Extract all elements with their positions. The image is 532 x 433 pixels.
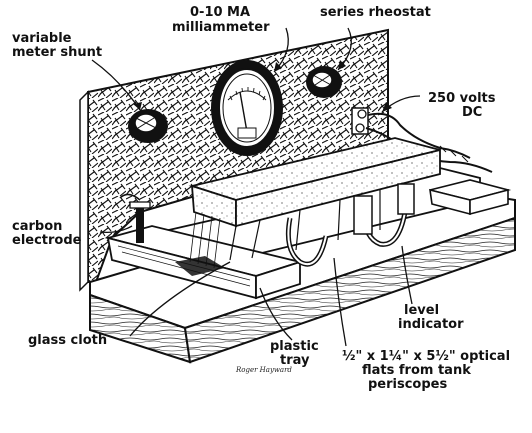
plastic-tray-right-icon xyxy=(429,179,512,216)
rheostat-knob-icon xyxy=(306,66,342,98)
level-indicator-icon xyxy=(285,183,415,267)
level-indicator-label-line2: indicator xyxy=(398,317,464,332)
leader-arrowheads xyxy=(133,60,392,112)
shunt-label-line1: variable xyxy=(12,31,72,46)
plastic-tray-label-line2: tray xyxy=(280,353,310,368)
plastic-tray-label-line1: plastic xyxy=(270,339,319,354)
glass-cloth-label: glass cloth xyxy=(28,333,108,348)
glass-cloth xyxy=(189,211,221,269)
voltage-label-line2: DC xyxy=(462,105,483,120)
milliammeter-icon xyxy=(211,60,283,156)
optical-flats-label-line3: periscopes xyxy=(368,377,448,392)
electrode-label-line1: carbon xyxy=(12,219,63,234)
milliammeter-label: milliammeter xyxy=(172,20,270,35)
electrode-label-line2: electrode xyxy=(12,233,82,248)
carbon-electrode-icon xyxy=(119,193,151,243)
optical-flats-label-line2: flats from tank xyxy=(362,363,471,378)
wooden-base xyxy=(89,183,516,364)
shunt-knob-icon xyxy=(128,109,168,143)
artist-signature: Roger Hayward xyxy=(236,366,292,374)
optical-flats-label-line1: ½" x 1¼" x 5½" optical xyxy=(342,349,511,364)
series-rheostat-label: series rheostat xyxy=(320,5,431,20)
meter-range-label: 0-10 MA xyxy=(190,5,251,20)
voltage-label-line1: 250 volts xyxy=(428,91,496,106)
shunt-label-line2: meter shunt xyxy=(12,45,103,60)
leader-lines xyxy=(91,27,421,347)
level-indicator-label-line1: level xyxy=(404,303,440,318)
optical-flat-beam xyxy=(188,137,441,261)
